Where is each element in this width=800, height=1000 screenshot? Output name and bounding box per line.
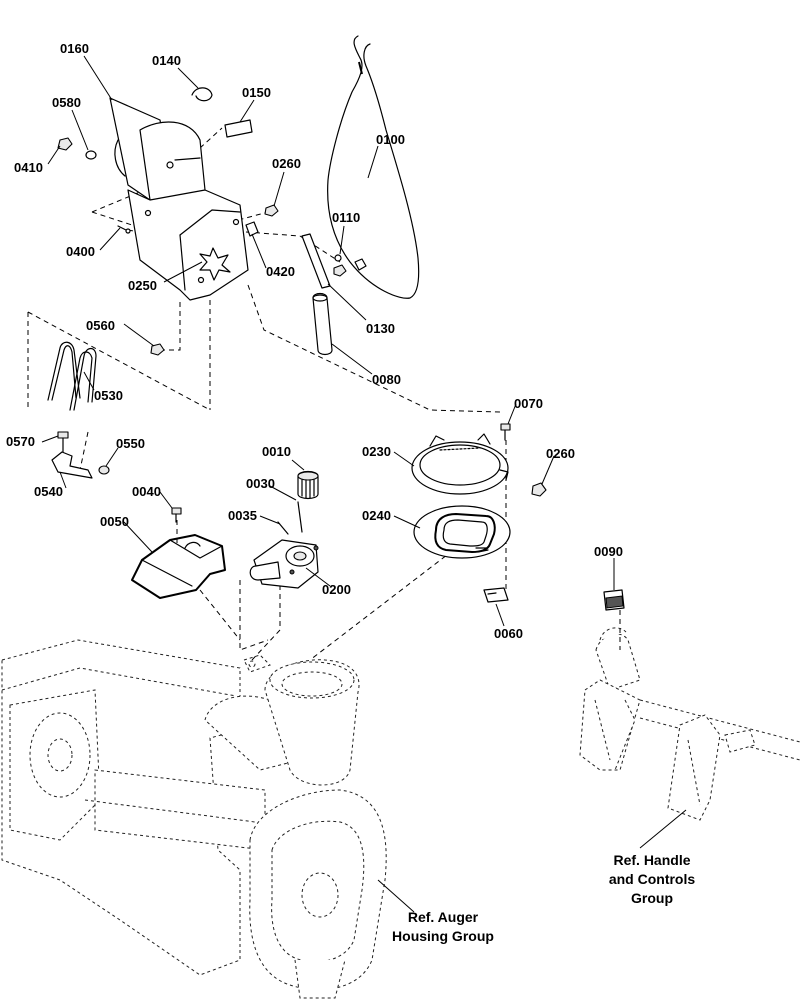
label-0070: 0070: [514, 396, 543, 411]
label-0140: 0140: [152, 53, 181, 68]
knob-0010: [297, 470, 319, 500]
label-0030: 0030: [246, 476, 275, 491]
label-0060: 0060: [494, 626, 523, 641]
label-0410: 0410: [14, 160, 43, 175]
label-0260-lower: 0260: [546, 446, 575, 461]
part-labels: 0160 0140 0150 0580 0410 0100 0260 0110 …: [6, 41, 623, 641]
bolt-0400: [117, 225, 127, 231]
label-0040: 0040: [132, 484, 161, 499]
label-0560: 0560: [86, 318, 115, 333]
control-cable: [327, 35, 420, 299]
pin-0030: [297, 501, 303, 533]
label-0250: 0250: [128, 278, 157, 293]
bracket-0420: [245, 221, 259, 237]
label-0540: 0540: [34, 484, 63, 499]
nut-0550: [98, 465, 110, 475]
bracket-0540: [51, 451, 93, 479]
ref-auger-line2: Housing Group: [392, 928, 494, 944]
clip-part: [191, 87, 213, 102]
screw-0040: [171, 507, 182, 523]
ref-auger-line1: Ref. Auger: [408, 909, 479, 925]
label-0530: 0530: [94, 388, 123, 403]
label-0035: 0035: [228, 508, 257, 523]
spacer-0060: [483, 587, 509, 603]
label-0110: 0110: [332, 210, 360, 225]
label-0080: 0080: [372, 372, 401, 387]
nut-0260-lower: [531, 482, 547, 497]
mounting-plate: [413, 505, 511, 559]
nut-0560: [150, 343, 165, 356]
screw-0570: [57, 431, 69, 453]
rod-0130: [301, 233, 331, 289]
ref-handle-line2: and Controls: [609, 871, 696, 887]
label-0580: 0580: [52, 95, 81, 110]
handle-controls-reference: [579, 627, 800, 821]
nut-0260-upper: [264, 204, 279, 217]
tube-0080: [312, 292, 333, 356]
upper-chute: [127, 189, 249, 301]
label-0570: 0570: [6, 434, 35, 449]
ref-handle-line3: Group: [631, 890, 673, 906]
label-0420: 0420: [266, 264, 295, 279]
label-0100: 0100: [376, 132, 405, 147]
chute-deflector: [109, 97, 206, 216]
label-0240: 0240: [362, 508, 391, 523]
switch-0090: [603, 589, 625, 611]
leader-lines: [41, 55, 687, 913]
label-0160: 0160: [60, 41, 89, 56]
label-0090: 0090: [594, 544, 623, 559]
ring-gear: [411, 433, 509, 495]
label-0400: 0400: [66, 244, 95, 259]
wire-bracket: [47, 341, 97, 411]
ref-handle-line1: Ref. Handle: [613, 852, 690, 868]
bolt-0070: [500, 423, 511, 441]
nut-0410: [57, 137, 73, 151]
label-0200: 0200: [322, 582, 351, 597]
drive-motor: [249, 539, 319, 589]
cable-fittings: [333, 254, 367, 277]
label-0150: 0150: [242, 85, 271, 100]
label-0010: 0010: [262, 444, 291, 459]
label-0230: 0230: [362, 444, 391, 459]
auger-housing-reference: [1, 639, 387, 999]
gear-cover: [131, 534, 226, 599]
washer-0580: [85, 150, 97, 160]
decal-part: [224, 119, 253, 138]
label-0260-upper: 0260: [272, 156, 301, 171]
reference-labels: Ref. Auger Housing Group Ref. Handle and…: [392, 852, 695, 944]
label-0050: 0050: [100, 514, 129, 529]
label-0550: 0550: [116, 436, 145, 451]
label-0130: 0130: [366, 321, 395, 336]
